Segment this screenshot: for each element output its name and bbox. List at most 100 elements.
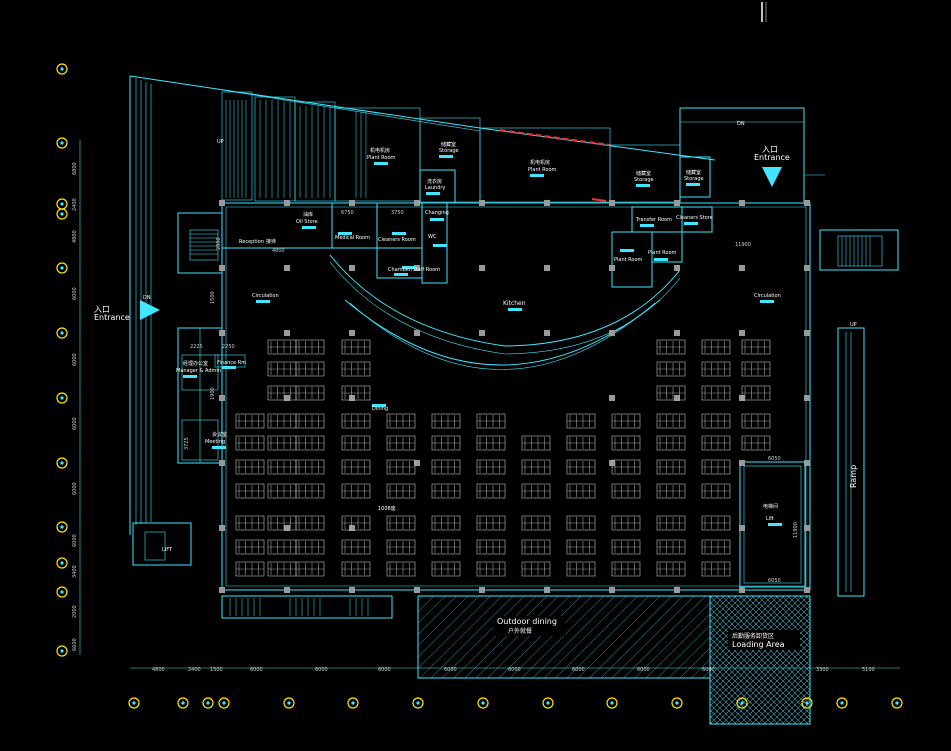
- dim-bottom: 6000: [315, 667, 328, 673]
- table-set: [656, 413, 686, 429]
- table-set: [267, 435, 297, 451]
- loading-area-cn: 后勤服务卸货区: [732, 632, 774, 640]
- table-set: [656, 561, 686, 577]
- lift-east-en: Lift: [766, 516, 774, 522]
- entrance-arrow-west: [140, 300, 160, 320]
- wc-label: WC: [428, 234, 437, 240]
- table-set: [701, 515, 731, 531]
- table-set: [701, 361, 731, 377]
- room-tag: [654, 258, 668, 261]
- column: [804, 200, 810, 206]
- dim-left: 6000: [72, 287, 78, 300]
- column: [674, 587, 680, 593]
- table-set: [611, 561, 641, 577]
- ramp-label: Ramp: [849, 465, 858, 488]
- table-set: [341, 339, 371, 355]
- dim-inner-6: 2250: [222, 344, 235, 350]
- room-tag: [433, 244, 447, 247]
- storage-top-cn: 储藏室: [441, 141, 456, 148]
- interior-walls: [132, 156, 899, 619]
- dim-inner-11: 1500: [210, 291, 216, 304]
- table-set: [295, 385, 325, 401]
- column: [804, 395, 810, 401]
- chamber-room: Chamber/Staff Room: [388, 267, 440, 273]
- column: [804, 460, 810, 466]
- dim-inner-12: 1900: [210, 387, 216, 400]
- table-set: [341, 413, 371, 429]
- table-set: [521, 483, 551, 499]
- room-tag: [636, 184, 650, 187]
- room-tag: [338, 232, 352, 235]
- table-set: [701, 413, 731, 429]
- dim-bottom: 6000: [572, 667, 585, 673]
- dim-left: 3400: [72, 565, 78, 578]
- column: [219, 330, 225, 336]
- kitchen-arc: [329, 254, 681, 370]
- dim-inner-7: 3725: [184, 437, 190, 450]
- room-tag: [530, 174, 544, 177]
- column: [349, 265, 355, 271]
- column: [219, 525, 225, 531]
- table-set: [701, 435, 731, 451]
- dim-bottom: 5100: [862, 667, 875, 673]
- dn-top: DN: [737, 121, 745, 127]
- up-west: UP: [217, 139, 224, 145]
- dim-inner-10: 11900: [793, 522, 799, 538]
- table-set: [656, 435, 686, 451]
- table-set: [656, 459, 686, 475]
- column: [349, 330, 355, 336]
- column: [479, 587, 485, 593]
- table-set: [431, 483, 461, 499]
- table-set: [656, 515, 686, 531]
- dim-left-text: 6800240048006000600060006000600034002000…: [72, 162, 78, 651]
- storage-east-en: Storage: [634, 177, 654, 183]
- column: [284, 525, 290, 531]
- lift-east-cn: 电梯间: [763, 503, 778, 510]
- table-set: [566, 413, 596, 429]
- table-set: [295, 413, 325, 429]
- dim-inner-13: 2800: [216, 237, 222, 250]
- dim-bottom: 6000: [444, 667, 457, 673]
- column: [739, 525, 745, 531]
- column: [544, 200, 550, 206]
- column: [414, 200, 420, 206]
- dining-label: Dining: [372, 406, 388, 412]
- column: [609, 395, 615, 401]
- table-set: [566, 483, 596, 499]
- table-set: [386, 483, 416, 499]
- table-set: [741, 435, 771, 451]
- table-set: [341, 483, 371, 499]
- table-set: [741, 413, 771, 429]
- column: [414, 330, 420, 336]
- table-set: [235, 539, 265, 555]
- table-set: [521, 561, 551, 577]
- column: [349, 200, 355, 206]
- table-set: [701, 339, 731, 355]
- dim-bottom: 2400: [188, 667, 201, 673]
- table-set: [235, 413, 265, 429]
- dim-left: 6000: [72, 353, 78, 366]
- column: [609, 330, 615, 336]
- red-dash-2: [591, 198, 607, 202]
- table-set: [566, 539, 596, 555]
- table-set: [431, 539, 461, 555]
- up-east: UP: [850, 322, 857, 328]
- table-set: [341, 385, 371, 401]
- dim-bottom: 6000: [637, 667, 650, 673]
- column: [349, 525, 355, 531]
- transfer-room: Transfer Room: [635, 217, 672, 223]
- manager-en: Manager & Admin: [176, 368, 221, 374]
- column: [284, 395, 290, 401]
- table-set: [431, 459, 461, 475]
- dim-inner-1: 4800: [272, 248, 285, 254]
- table-set: [566, 515, 596, 531]
- circulation-west: Circulation: [252, 293, 279, 299]
- finance-room: Finance Rm: [217, 360, 246, 366]
- room-tag: [302, 226, 316, 229]
- entrance-west-cn: 入口: [94, 305, 110, 314]
- dim-bottom: 6000: [250, 667, 263, 673]
- column: [674, 395, 680, 401]
- table-set: [295, 361, 325, 377]
- table-set: [235, 515, 265, 531]
